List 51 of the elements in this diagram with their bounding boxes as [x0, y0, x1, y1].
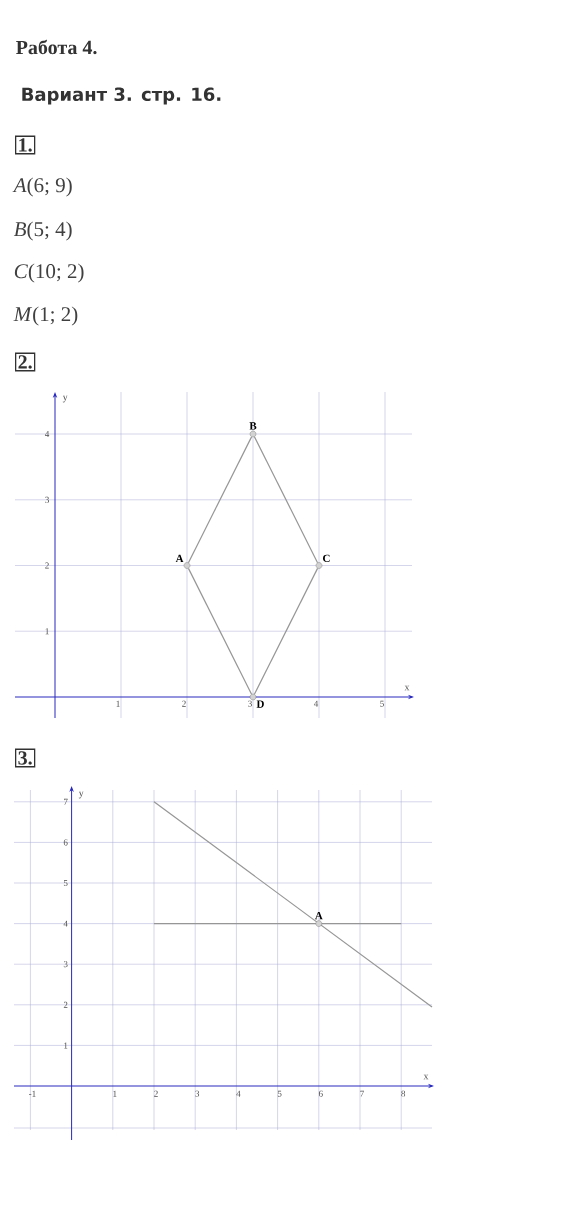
- tick-label: 6: [318, 1090, 323, 1097]
- axis-label: y: [78, 791, 84, 799]
- tick-label: 4: [44, 431, 50, 437]
- point: A: [314, 911, 323, 927]
- tick-label: 1: [113, 1090, 117, 1097]
- tick-label: 2: [154, 1090, 158, 1097]
- point-coordinates: B(5; 4): [13, 221, 72, 241]
- tick-label: -1: [29, 1090, 36, 1097]
- task-number: 2.: [15, 352, 36, 372]
- point: A: [175, 554, 191, 569]
- point: B: [249, 422, 257, 438]
- tick-label: 3: [63, 961, 68, 968]
- tick-label: 2: [182, 700, 186, 707]
- tick-label: 4: [63, 920, 68, 927]
- tick-label: 1: [45, 628, 49, 635]
- axis-label: x: [423, 1074, 429, 1080]
- axis-label: y: [62, 395, 68, 403]
- node-label: D: [256, 700, 264, 708]
- tick-label: 3: [248, 700, 252, 707]
- subtitle-text: Вариант 3. стр. 16.: [22, 87, 221, 105]
- tick-label: 5: [277, 1090, 282, 1097]
- node-label: B: [249, 422, 257, 430]
- tick-label: 6: [63, 839, 68, 846]
- rhombus-side: [187, 436, 253, 564]
- point-coordinates: M(1; 2): [13, 306, 78, 326]
- point-coordinates: C(10; 2): [14, 263, 84, 283]
- title-text: Работа 4.: [16, 39, 97, 55]
- node-label: A: [314, 911, 323, 920]
- tick-label: 2: [63, 1001, 68, 1008]
- node-label: A: [175, 554, 184, 563]
- tick-label: 2: [45, 562, 49, 569]
- point-coordinates: A(6; 9): [12, 177, 72, 197]
- task-number: 3.: [15, 748, 36, 768]
- task-number: 1.: [15, 135, 36, 155]
- tick-label: 4: [313, 700, 319, 707]
- rhombus-side: [187, 567, 253, 695]
- tick-label: 7: [64, 798, 68, 805]
- tick-label: 3: [45, 496, 49, 503]
- tick-label: 1: [64, 1042, 68, 1049]
- point: C: [315, 554, 330, 569]
- rhombus-side: [253, 567, 319, 695]
- tick-label: 3: [195, 1090, 200, 1097]
- tick-label: 7: [360, 1090, 364, 1097]
- axis-label: x: [404, 685, 410, 691]
- tick-label: 4: [236, 1090, 241, 1097]
- rhombus-side: [253, 436, 319, 564]
- tick-label: 8: [401, 1090, 406, 1097]
- tick-label: 5: [63, 880, 68, 886]
- tick-label: 5: [380, 700, 384, 707]
- node-label: C: [323, 554, 330, 563]
- tick-label: 1: [116, 700, 120, 707]
